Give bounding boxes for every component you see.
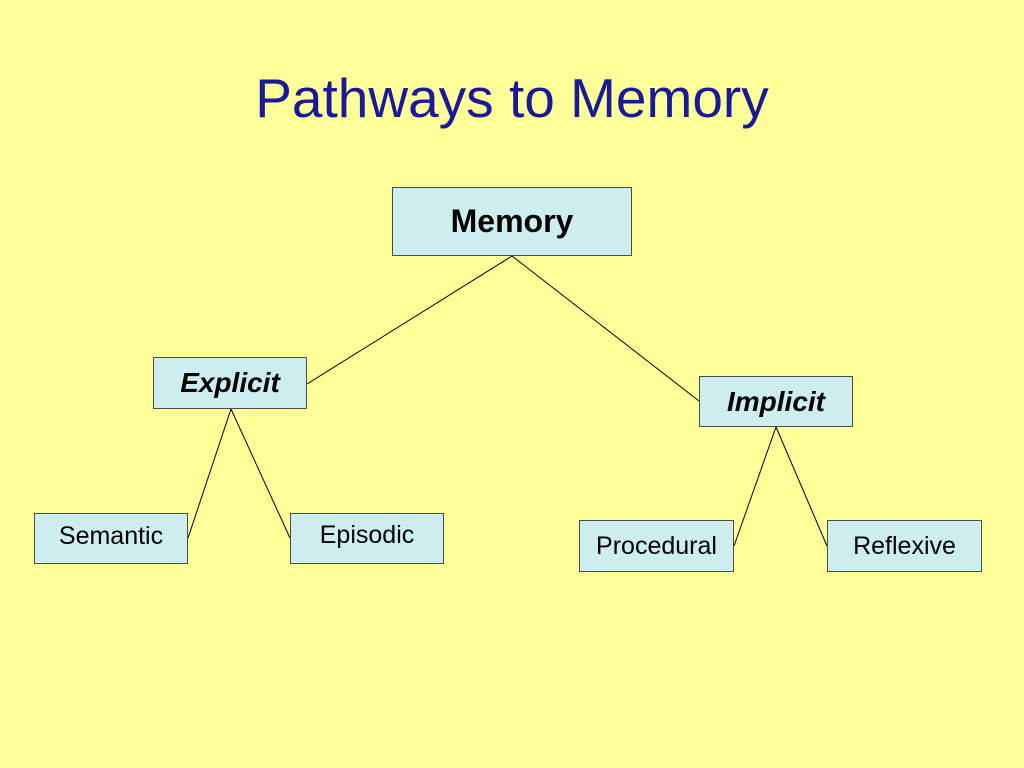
slide-title: Pathways to Memory xyxy=(255,67,769,129)
connector-explicit-episodic xyxy=(230,408,291,539)
connector-implicit-reflexive xyxy=(775,426,828,547)
connector-memory-implicit xyxy=(511,255,700,402)
connector-memory-explicit xyxy=(306,255,513,385)
node-semantic: Semantic xyxy=(34,513,188,564)
connector-explicit-semantic xyxy=(187,408,232,539)
node-explicit-label: Explicit xyxy=(180,367,280,398)
node-reflexive-label: Reflexive xyxy=(853,531,956,560)
node-memory: Memory xyxy=(392,187,632,256)
node-reflexive: Reflexive xyxy=(827,520,982,572)
node-semantic-label: Semantic xyxy=(58,522,164,550)
node-procedural-label: Procedural xyxy=(596,531,717,560)
node-procedural: Procedural xyxy=(579,520,734,572)
connector-implicit-procedural xyxy=(733,426,777,547)
node-implicit-label: Implicit xyxy=(726,385,825,417)
node-memory-label: Memory xyxy=(450,203,574,239)
node-episodic: Episodic xyxy=(290,513,444,564)
node-explicit: Explicit xyxy=(153,357,307,409)
node-implicit: Implicit xyxy=(699,376,853,427)
node-episodic-label: Episodic xyxy=(319,521,415,549)
